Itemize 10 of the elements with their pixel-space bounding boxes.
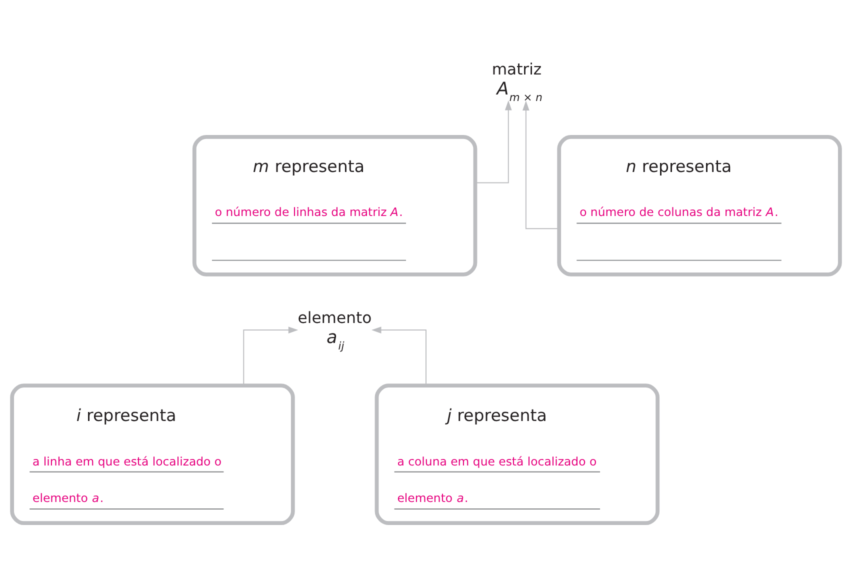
node-text: elemento a$_{ij}$ bbox=[298, 308, 372, 352]
arrow bbox=[243, 326, 298, 386]
arrow bbox=[522, 100, 560, 229]
node-box: n representa o número de colunas da matriz A. bbox=[557, 134, 842, 276]
node-text: matriz A$_{m × n}$ bbox=[492, 60, 542, 104]
arrow bbox=[371, 326, 426, 386]
node-box: j representa a coluna em que está localizado o elemento a. bbox=[374, 383, 660, 525]
arrow bbox=[474, 100, 512, 183]
node-box: m representa o número de linhas da matriz A. bbox=[192, 134, 478, 276]
node-box: i representa a linha em que está localizado o elemento a. bbox=[10, 383, 295, 525]
